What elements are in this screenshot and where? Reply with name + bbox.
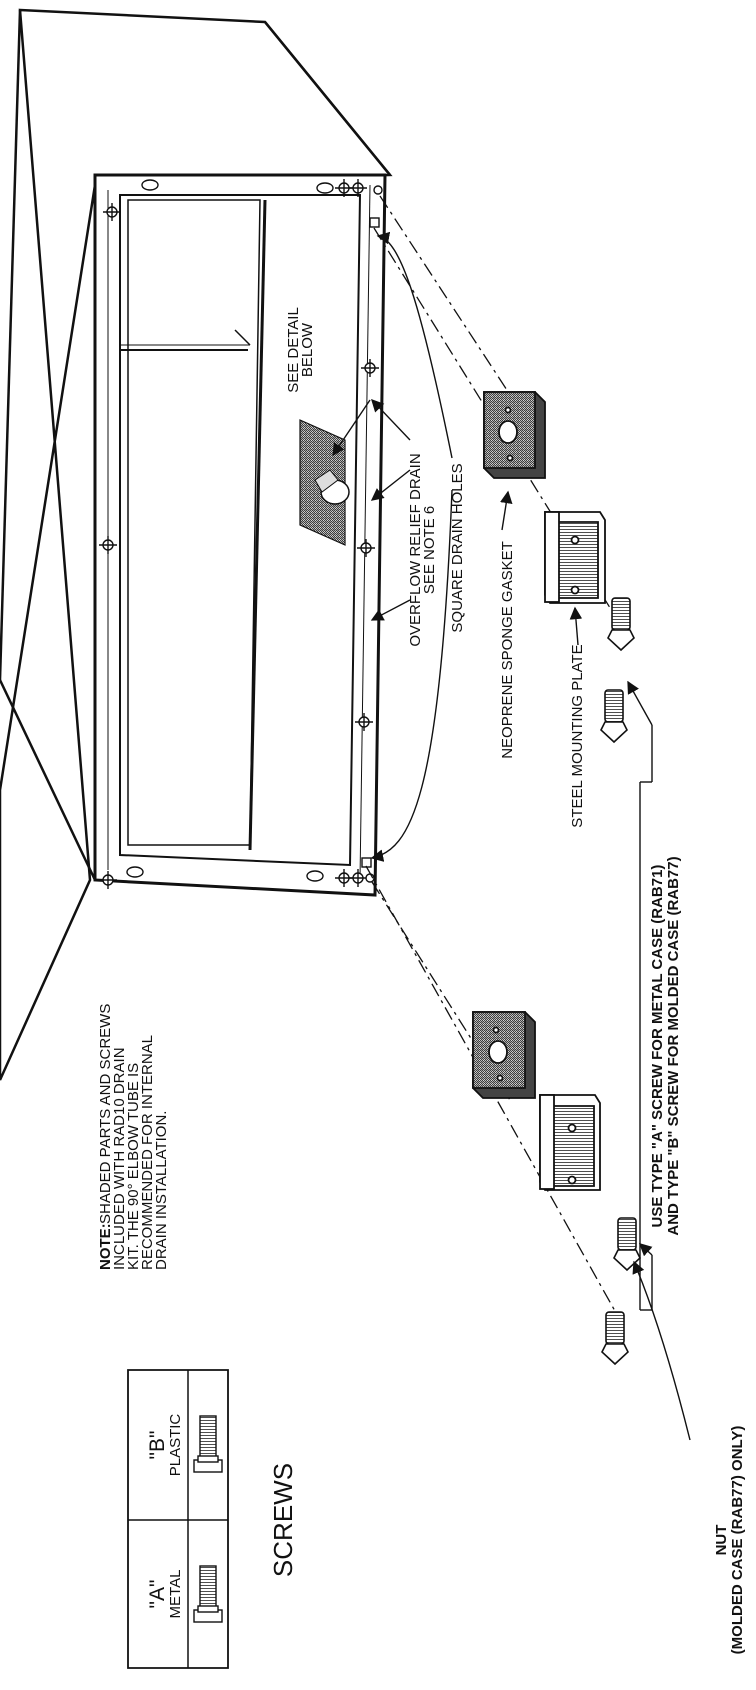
gasket-left (472, 1011, 536, 1099)
overflow-label-2: SEE NOTE 6 (421, 506, 438, 594)
screw-left-2 (601, 1311, 629, 1366)
nut-label-2: (MOLDED CASE (RAB77) ONLY) (729, 1426, 746, 1655)
screw-usage-line-1: USE TYPE "A" SCREW FOR METAL CASE (RAB71… (649, 865, 666, 1228)
note-line-3: KIT. THE 90° ELBOW TUBE IS (125, 1063, 142, 1270)
screw-a-icon (193, 1565, 223, 1623)
screw-usage-line-2: AND TYPE "B" SCREW FOR MOLDED CASE (RAB7… (665, 856, 682, 1235)
note-line-2: INCLUDED WITH RAD10 DRAIN (111, 1047, 128, 1270)
note-line-5: DRAIN INSTALLATION. (153, 1111, 170, 1270)
see-detail-label-1: SEE DETAIL (285, 307, 302, 393)
note-line-4: RECOMMENDED FOR INTERNAL (139, 1035, 156, 1270)
screw-b-type: "B" (146, 1431, 169, 1460)
gasket-label: NEOPRENE SPONGE GASKET (499, 541, 516, 759)
note-label: NOTE: (97, 1223, 114, 1270)
screw-b-icon (193, 1415, 223, 1473)
screw-a-type: "A" (146, 1580, 169, 1609)
overflow-label-1: OVERFLOW RELIEF DRAIN (407, 453, 424, 646)
callout-leaders (332, 231, 691, 1441)
alignment-lines (365, 195, 631, 1321)
plate-label: STEEL MOUNTING PLATE (569, 644, 586, 827)
mounting-plate-right (544, 511, 606, 604)
screw-right-2 (600, 689, 628, 744)
square-drain-label: SQUARE DRAIN HOLES (449, 463, 466, 632)
screws-table-title: SCREWS (268, 1463, 298, 1577)
note-block: NOTE: SHADED PARTS AND SCREWS INCLUDED W… (97, 1004, 170, 1270)
screw-right-1 (607, 597, 635, 652)
cabinet-box (0, 8, 393, 1081)
see-detail-label-2: BELOW (299, 322, 316, 377)
screw-b-material: PLASTIC (167, 1414, 184, 1477)
drain-detail-plate (299, 419, 350, 546)
screw-a-material: METAL (167, 1570, 184, 1619)
nut-label-1: NUT (713, 1525, 730, 1556)
screws-table (127, 1369, 229, 1669)
screw-left-1 (613, 1217, 641, 1272)
note-line-1: SHADED PARTS AND SCREWS (97, 1004, 114, 1224)
mounting-plate-left (539, 1094, 601, 1191)
gasket-right (483, 391, 546, 479)
